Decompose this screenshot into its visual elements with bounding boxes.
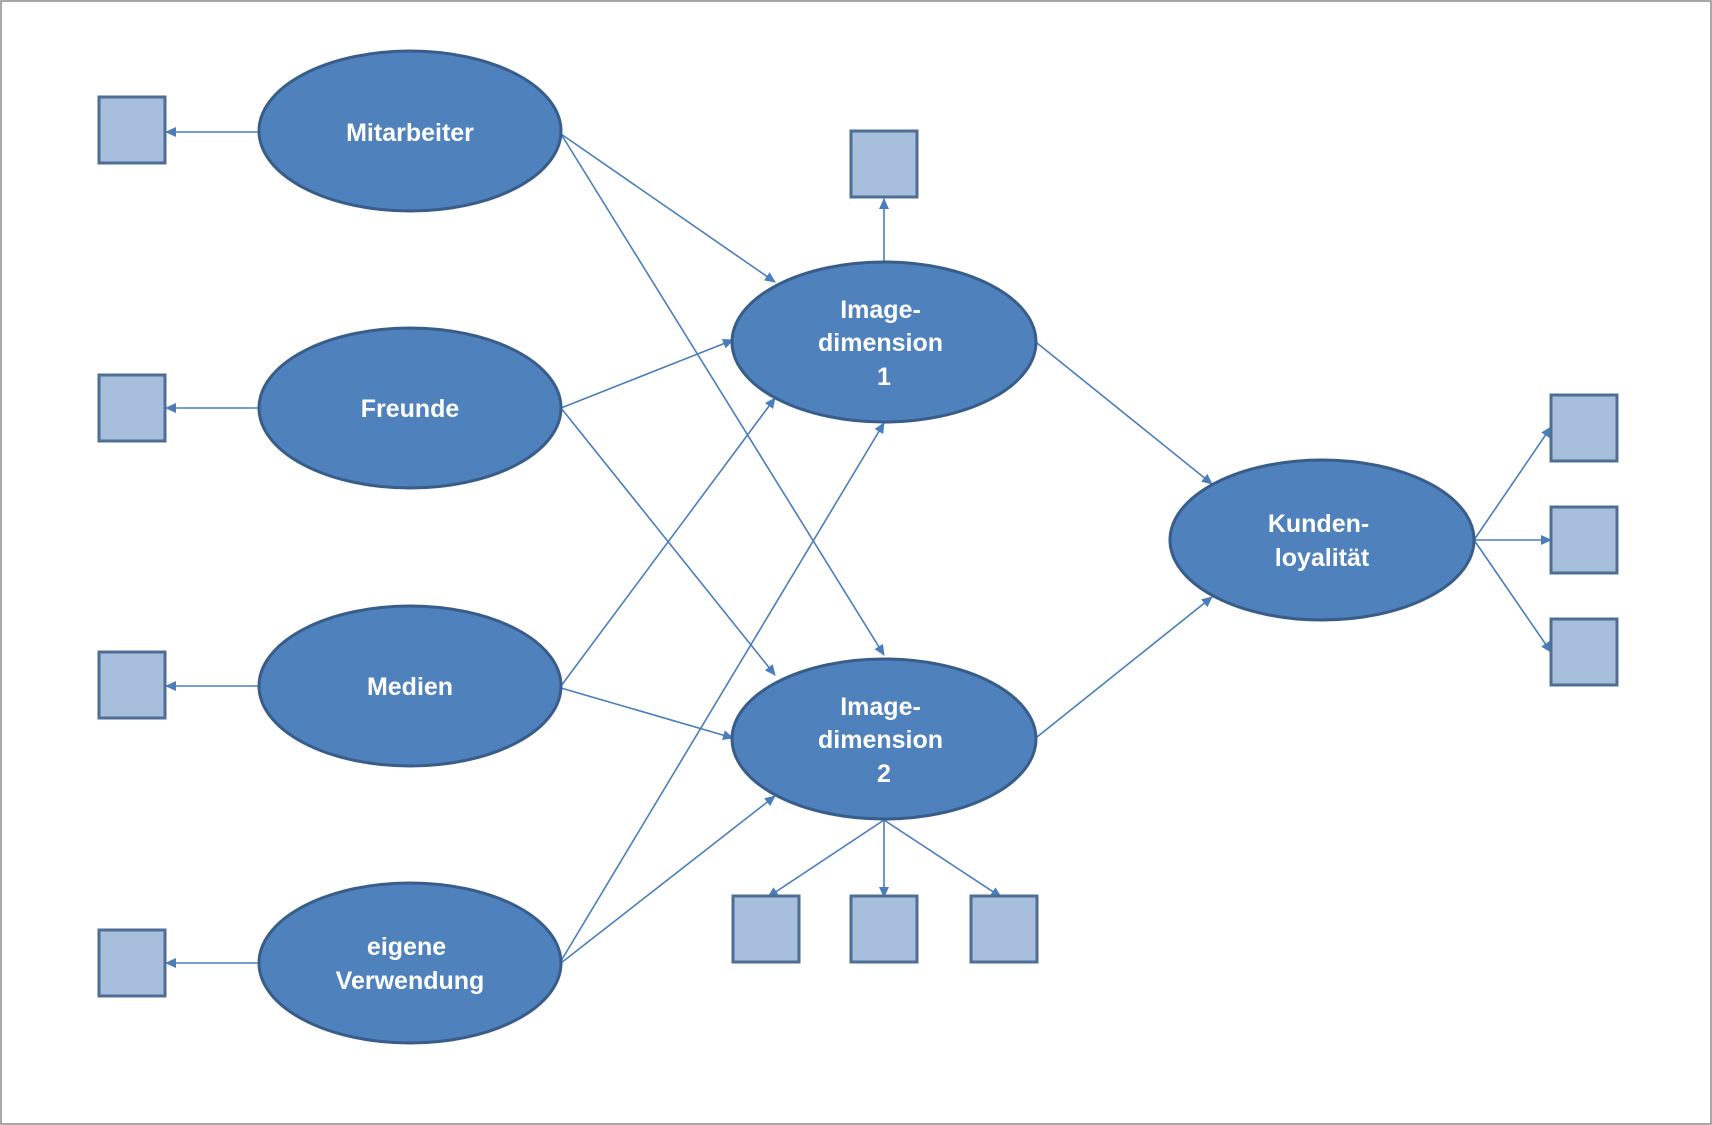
arrow-eigene-image2 <box>560 795 776 964</box>
indicator-kunden-3 <box>1549 617 1619 687</box>
label-image1: Image- dimension 1 <box>818 296 950 391</box>
label-mitarbeiter: Mitarbeiter <box>346 119 474 147</box>
arrow-image1-kunden <box>1036 342 1213 485</box>
arrow-image2-indicator-3 <box>883 819 1002 898</box>
arrow-medien-image2 <box>560 687 734 741</box>
indicator-image2-1 <box>731 894 801 964</box>
indicator-image2-2 <box>849 894 919 964</box>
label-medien: Medien <box>367 673 453 701</box>
indicator-kunden-1 <box>1549 393 1619 463</box>
arrow-freunde-image2 <box>560 407 776 676</box>
indicator-mitarbeiter <box>97 95 167 165</box>
label-freunde: Freunde <box>361 395 460 423</box>
indicator-kunden-2 <box>1549 505 1619 575</box>
label-image2: Image- dimension 2 <box>818 693 950 788</box>
node-mitarbeiter <box>257 49 563 213</box>
indicator-eigene <box>97 928 167 998</box>
arrow-mitarbeiter-image1 <box>560 133 776 283</box>
arrow-image2-indicator-1 <box>767 819 885 898</box>
indicator-image2-3 <box>969 894 1039 964</box>
arrow-eigene-image1 <box>560 422 885 962</box>
node-image2 <box>730 657 1038 821</box>
arrow-kunden-indicator-1 <box>1473 426 1552 541</box>
label-eigene: eigene Verwendung <box>336 933 485 995</box>
arrow-freunde-image1 <box>560 339 734 409</box>
indicator-medien <box>97 650 167 720</box>
arrow-mitarbeiter-image2 <box>560 133 885 656</box>
node-kunden <box>1168 458 1476 622</box>
node-medien <box>257 604 563 768</box>
indicator-image1 <box>849 129 919 199</box>
arrow-image2-kunden <box>1036 596 1213 738</box>
label-kunden: Kunden- loyalität <box>1268 510 1376 572</box>
node-eigene <box>257 881 563 1045</box>
arrow-kunden-indicator-3 <box>1473 539 1552 653</box>
node-freunde <box>257 326 563 490</box>
node-image1 <box>730 260 1038 424</box>
indicator-freunde <box>97 373 167 443</box>
path-arrows <box>165 127 1552 968</box>
